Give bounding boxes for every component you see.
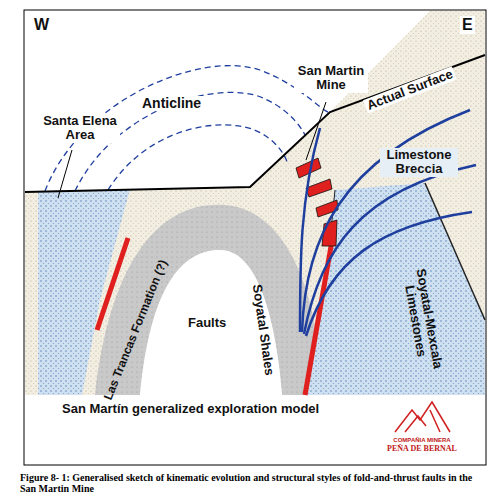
- mine-label: San Martin Mine: [294, 64, 368, 93]
- thrust-fault: [300, 110, 476, 336]
- las-trancas-arch: [95, 205, 322, 395]
- compass-label: W: [32, 16, 51, 34]
- red-fault: [97, 238, 128, 330]
- model-title: San Martín generalized exploration model: [60, 402, 321, 416]
- ground: [25, 55, 485, 395]
- structure-label: Faults: [186, 316, 228, 330]
- structure-label: Anticline: [140, 96, 203, 111]
- logo-mark: [395, 402, 450, 432]
- contact-line: [425, 183, 485, 320]
- surface-line: [25, 55, 485, 192]
- area-label: Santa Elena Area: [40, 114, 120, 143]
- logo-text: COMPAÑIA MINERA: [391, 437, 452, 444]
- leader-line: [58, 150, 72, 198]
- leader-line: [306, 102, 326, 160]
- frame: [24, 10, 486, 465]
- figure-caption: Figure 8- 1: Generalised sketch of kinem…: [20, 472, 485, 494]
- unit-label: Limestone Breccia: [380, 148, 458, 177]
- logo-text: PEÑA DE BERNAL: [385, 445, 459, 454]
- compass-label: E: [460, 16, 475, 34]
